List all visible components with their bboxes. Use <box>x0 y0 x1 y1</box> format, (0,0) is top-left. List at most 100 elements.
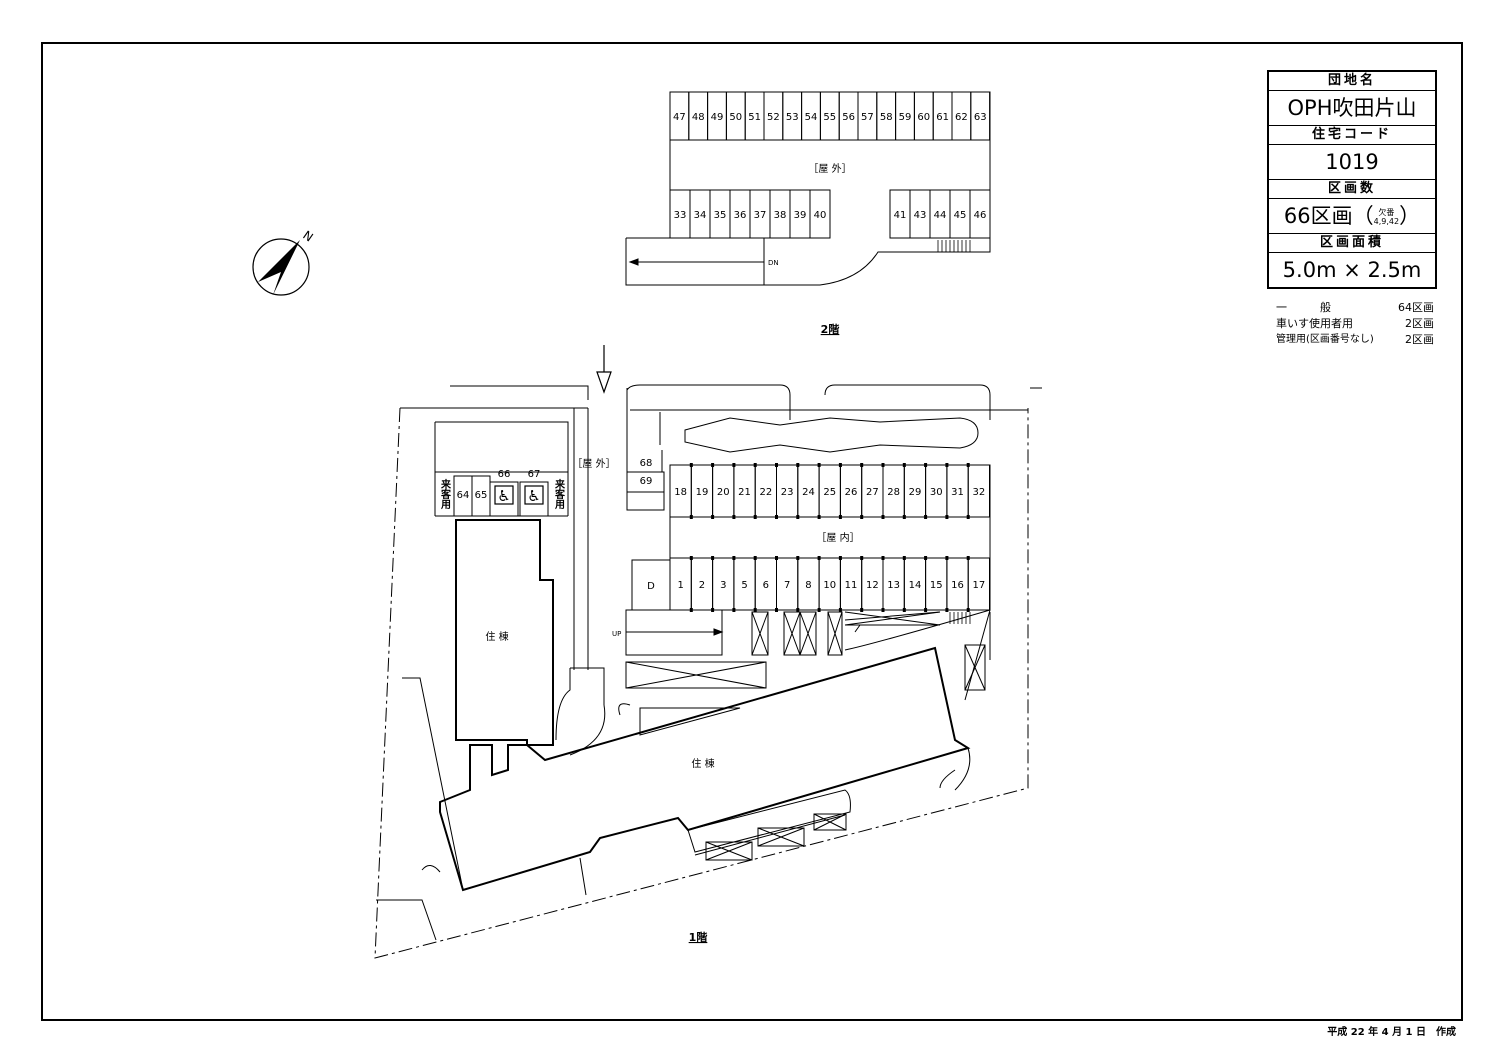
stall-number: 7 <box>784 580 790 591</box>
stall-number: 29 <box>909 487 922 498</box>
stall-post <box>902 608 906 612</box>
stall-number: 2 <box>699 580 705 591</box>
stall-post <box>817 556 821 560</box>
building-left-label: 住 棟 <box>485 630 508 643</box>
floor2-dn-label: DN <box>768 259 779 267</box>
stall-post <box>775 515 778 519</box>
stall-number: 18 <box>674 487 687 498</box>
stall-post <box>945 463 949 467</box>
building-main-label: 住 棟 <box>691 757 714 770</box>
stall-post <box>838 608 842 612</box>
stall-post <box>817 608 821 612</box>
stall-number: 63 <box>974 112 987 123</box>
lot-count-note-top: 欠番 <box>1378 208 1395 217</box>
stall-number: 13 <box>887 580 900 591</box>
stall-post <box>796 515 800 519</box>
stall-post <box>860 608 864 612</box>
stall-post <box>711 556 715 560</box>
stall-number: 68 <box>640 458 653 469</box>
stall-number: 22 <box>759 487 772 498</box>
tally-count: 2区画 <box>1405 333 1434 346</box>
stall-number: 28 <box>887 487 900 498</box>
stall-post <box>966 556 970 560</box>
stall-number: 60 <box>917 112 930 123</box>
wheelchair-icon: ♿ <box>497 487 510 505</box>
lot-size: 5.0m × 2.5m <box>1282 258 1422 282</box>
stall-number: 67 <box>528 469 541 480</box>
stall-number: 16 <box>951 580 964 591</box>
stall-post <box>860 515 864 519</box>
stall-number: 5 <box>741 580 747 591</box>
paren-open: （ <box>1352 204 1374 228</box>
stall-post <box>689 515 693 519</box>
parking-stall <box>967 557 991 611</box>
footer-date: 平成 22 年 4 月 1 日 作成 <box>1327 1027 1456 1038</box>
stall-number: 49 <box>711 112 724 123</box>
stall-number: 54 <box>805 112 818 123</box>
stall-number: 26 <box>845 487 858 498</box>
stall-post <box>966 608 970 612</box>
stall-post <box>902 556 906 560</box>
stall-post <box>732 463 736 467</box>
stall-post <box>775 463 778 467</box>
stall-post <box>689 556 693 560</box>
tally-label: 管理用(区画番号なし) <box>1276 334 1374 345</box>
stall-number: 50 <box>729 112 742 123</box>
floor1-stair <box>949 612 971 624</box>
stall-number: 35 <box>714 210 727 221</box>
wheelchair-icon <box>494 485 514 505</box>
stall-post <box>732 515 736 519</box>
stall-post <box>711 608 715 612</box>
guest-label-right: 来客用 <box>553 478 566 510</box>
stall-number: 31 <box>951 487 964 498</box>
stall-number: 62 <box>955 112 968 123</box>
stall-number: 36 <box>734 210 747 221</box>
stall-post <box>732 556 736 560</box>
stall-post <box>753 556 757 560</box>
stall-number: 66 <box>498 469 511 480</box>
stall-number: 34 <box>694 210 707 221</box>
sheet-frame <box>41 42 1463 1021</box>
floor2-outdoor-label: ［屋 外］ <box>808 163 851 175</box>
stall-number: 44 <box>934 210 947 221</box>
stall-number: 38 <box>774 210 787 221</box>
stall-number: 37 <box>754 210 767 221</box>
floor1-indoor-label: ［屋 内］ <box>816 531 859 544</box>
stall-post <box>924 556 928 560</box>
floor1-accessible-lots: ♿ 66 ♿ 67 <box>489 469 549 517</box>
stall-number: 1 <box>677 580 683 591</box>
tally-count: 64区画 <box>1398 301 1434 314</box>
stall-number: 30 <box>930 487 943 498</box>
tally-row: 管理用(区画番号なし) 2区画 <box>1276 332 1434 348</box>
stall-number: 12 <box>866 580 879 591</box>
stall-post <box>924 608 928 612</box>
complex-name: OPH吹田片山 <box>1269 91 1435 126</box>
accessible-stall <box>519 481 549 517</box>
stall-number: 17 <box>972 580 985 591</box>
stall-post <box>902 463 906 467</box>
stall-number: 48 <box>692 112 705 123</box>
stall-post <box>945 608 949 612</box>
stall-post <box>945 556 949 560</box>
stall-post <box>924 463 928 467</box>
stall-number: 61 <box>936 112 949 123</box>
stall-number: 58 <box>880 112 893 123</box>
stall-number: 45 <box>954 210 967 221</box>
stall-number: 53 <box>786 112 799 123</box>
paren-close: ） <box>1399 204 1421 228</box>
wheelchair-icon: ♿ <box>527 487 540 505</box>
stall-post <box>711 463 715 467</box>
stall-post <box>881 608 885 612</box>
stall-post <box>689 463 693 467</box>
north-label: N <box>300 228 315 245</box>
stall-number: 51 <box>748 112 761 123</box>
parking-stall <box>967 464 991 518</box>
stall-number: 24 <box>802 487 815 498</box>
